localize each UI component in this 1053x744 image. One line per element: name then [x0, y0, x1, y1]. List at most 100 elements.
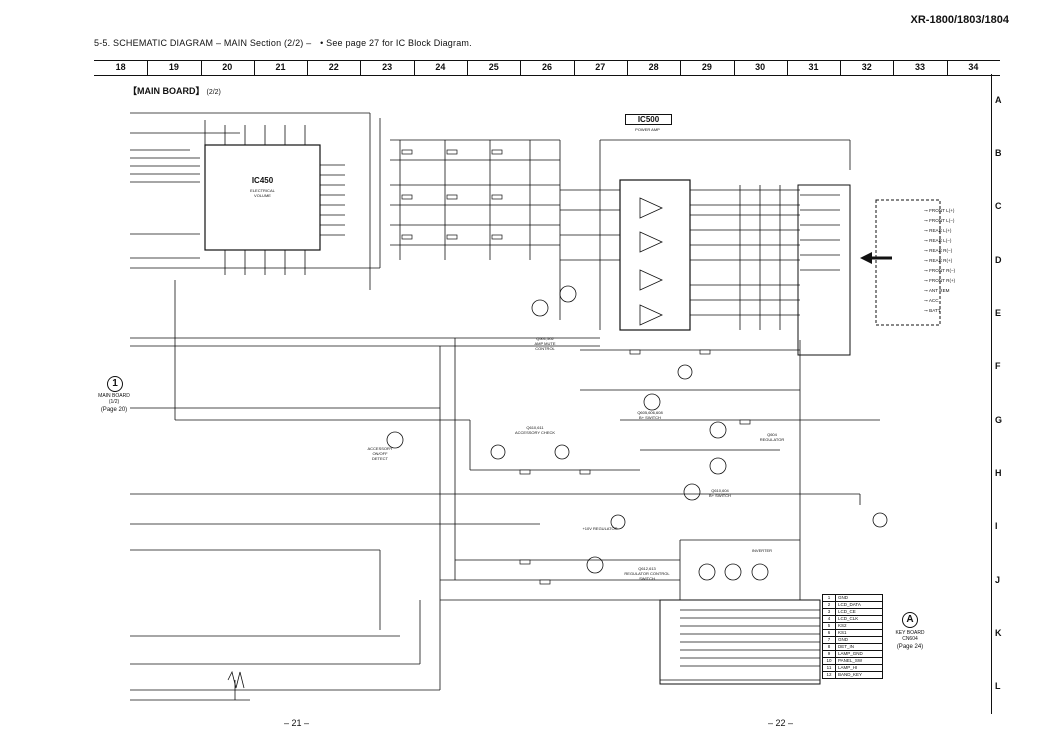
- pin-number: 6: [822, 629, 836, 637]
- page-number-left: – 21 –: [284, 718, 310, 728]
- pin-signal: GND: [835, 594, 883, 602]
- diagram-heading: 5-5. SCHEMATIC DIAGRAM – MAIN Section (2…: [94, 38, 472, 48]
- column-label: 21: [275, 62, 286, 72]
- column-label: 26: [541, 62, 553, 72]
- column-label: 24: [435, 62, 446, 72]
- diagram-title: 5-5. SCHEMATIC DIAGRAM – MAIN Section (2…: [94, 38, 312, 48]
- ic500-body: [619, 179, 691, 331]
- speaker-output-label: ⊸ ACC: [924, 298, 939, 303]
- pin-number: 3: [822, 608, 836, 616]
- diagram-note: • See page 27 for IC Block Diagram.: [320, 38, 472, 48]
- column-label: 33: [915, 62, 926, 72]
- pin-signal: BAND_KEY: [835, 671, 883, 679]
- pin-number: 8: [822, 643, 836, 651]
- b-switch-note: Q605,606,608 B+ SWITCH: [637, 410, 663, 420]
- signal-arrow-icon: [860, 252, 872, 264]
- ic500-amps: [639, 197, 663, 326]
- transistors: [386, 285, 888, 581]
- page-number-right: – 22 –: [768, 718, 794, 728]
- column-label: 31: [808, 62, 819, 72]
- speaker-output-label: ⊸ ANT REM: [924, 288, 950, 293]
- pin-signal: LAMP_HI: [835, 664, 883, 672]
- speaker-output-label: ⊸ REAR L(−): [924, 238, 952, 243]
- passive-parts: [401, 149, 751, 585]
- speaker-terminal-box: [875, 199, 941, 326]
- speaker-output-label: ⊸ BATT: [924, 308, 941, 313]
- key-board-ref-page: (Page 24): [896, 644, 924, 650]
- key-board-ref-text: KEY BOARD CN604: [895, 630, 925, 642]
- pin-number: 11: [822, 664, 836, 672]
- column-label: 20: [222, 62, 233, 72]
- pin-signal: KS2: [835, 622, 883, 630]
- row-label: A: [995, 94, 1002, 105]
- column-label: 23: [382, 62, 393, 72]
- pin-number: 7: [822, 636, 836, 644]
- wiring: [130, 112, 880, 701]
- main-board-ref-page: (Page 20): [100, 407, 128, 413]
- inductor-symbol: [227, 670, 245, 689]
- inverter-note: INVERTER: [751, 548, 773, 553]
- column-label: 28: [648, 62, 659, 72]
- row-label: F: [995, 361, 1001, 372]
- speaker-output-label: ⊸ FRONT L(−): [924, 218, 955, 223]
- row-label: I: [995, 521, 998, 532]
- row-label: H: [995, 468, 1002, 478]
- column-label: 30: [755, 62, 766, 72]
- ic500-function: POWER AMP: [635, 127, 660, 132]
- board-name: 【MAIN BOARD】: [128, 86, 205, 96]
- pin-signal: PANEL_SW: [835, 657, 883, 665]
- pin-number: 4: [822, 615, 836, 623]
- column-label: 29: [701, 62, 712, 72]
- column-label: 32: [861, 62, 872, 72]
- row-label: K: [995, 628, 1002, 638]
- pin-signal: LCD_CE: [835, 608, 883, 616]
- accessory-check-note: Q610,611 ACCESSORY CHECK: [514, 425, 556, 435]
- column-label: 27: [595, 62, 606, 72]
- row-label: C: [995, 201, 1002, 212]
- pin-signal: LCD_CLK: [835, 615, 883, 623]
- pin-signal: GND: [835, 636, 883, 644]
- pin-number: 12: [822, 671, 836, 679]
- ic450-body: [204, 144, 321, 251]
- speaker-output-label: ⊸ FRONT L(+): [924, 208, 955, 213]
- pin-number: 10: [822, 657, 836, 665]
- pin-number: 1: [822, 594, 836, 602]
- amp-mute-note: Q501,502 AMP MUTE CONTROL: [534, 336, 556, 351]
- pin-number: 2: [822, 601, 836, 609]
- pin-signal: DET_IN: [835, 643, 883, 651]
- row-label: J: [995, 574, 1001, 585]
- row-label: B: [995, 148, 1002, 158]
- key-connector-frame: [659, 599, 821, 685]
- key-board-ref-marker: A: [902, 612, 918, 628]
- column-label: 25: [488, 62, 499, 72]
- main-board-ref-marker: 1: [107, 376, 123, 392]
- pin-signal: LCD_DATA: [835, 601, 883, 609]
- row-label: E: [995, 308, 1002, 318]
- speaker-output-label: ⊸ REAR L(+): [924, 228, 952, 233]
- pin-number: 5: [822, 622, 836, 630]
- column-label: 19: [168, 62, 179, 72]
- row-label: G: [995, 414, 1003, 425]
- pin-signal: LAMP_GND: [835, 650, 883, 658]
- speaker-output-label: ⊸ FRONT R(−): [924, 268, 956, 273]
- main-board-ref-text: MAIN BOARD (1/2): [98, 393, 130, 405]
- model-number: XR-1800/1803/1804: [910, 14, 1009, 26]
- column-label: 34: [968, 62, 979, 72]
- board-part: (2/2): [206, 89, 221, 96]
- output-connector-box: [797, 184, 851, 356]
- acc-detect-note: ACCESSORY ON/OFF DETECT: [367, 446, 393, 461]
